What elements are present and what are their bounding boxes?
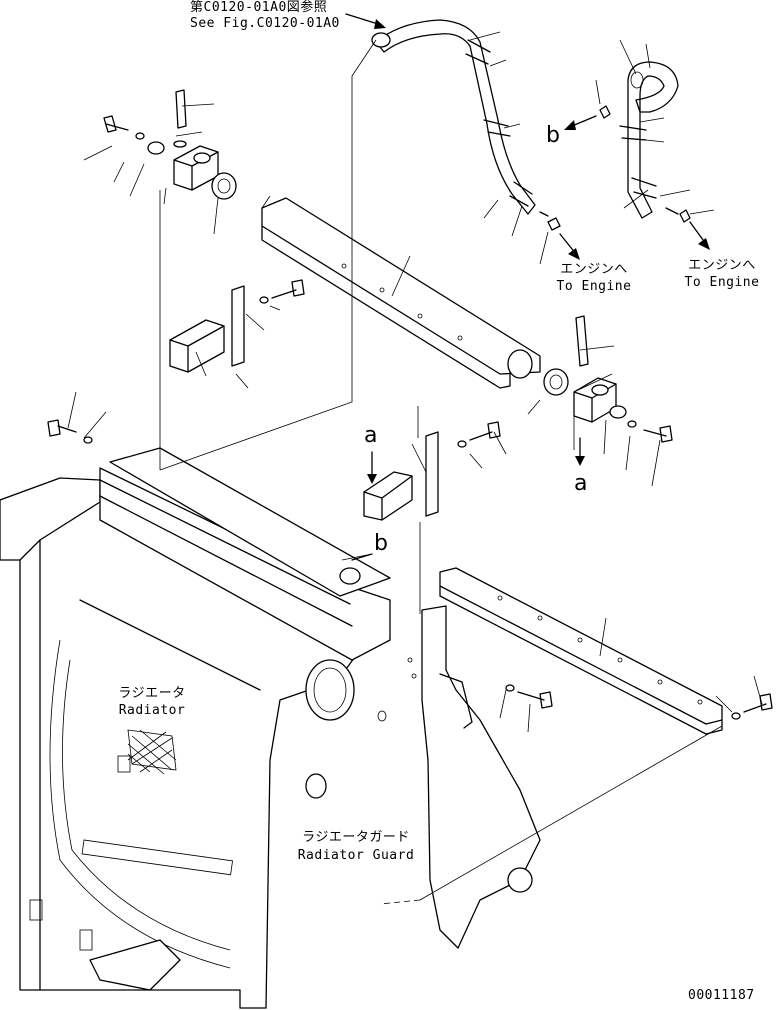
right-block: [543, 315, 673, 443]
lower-bar: [439, 567, 773, 735]
radiator-guard: [305, 605, 541, 949]
ref-label-a-top: a: [364, 423, 378, 448]
left-bolt: [47, 419, 93, 444]
upper-bar: [261, 197, 541, 389]
mid-left-block: [169, 279, 305, 373]
ref-label-a-bottom: a: [574, 471, 588, 496]
see-fig-label-jp: 第C0120-01A0図参照: [190, 0, 328, 15]
upper-left-block: [103, 89, 237, 200]
leader-lines: [67, 31, 763, 905]
right-pipe: [599, 61, 691, 223]
radiator-guard-label-jp: ラジエータガード: [302, 830, 410, 845]
to-engine-label-en-1: To Engine: [556, 279, 632, 294]
arrows: [345, 13, 710, 561]
drawing-number: 00011187: [688, 988, 755, 1003]
to-engine-label-en-2: To Engine: [684, 275, 760, 290]
ref-label-b-left: b: [374, 531, 388, 556]
radiator: [0, 447, 391, 1009]
ref-label-b-right: b: [546, 123, 560, 148]
radiator-guard-label-en: Radiator Guard: [297, 848, 415, 863]
radiator-label-jp: ラジエータ: [118, 686, 186, 701]
upper-pipe: [371, 19, 561, 231]
see-fig-label-en: See Fig.C0120-01A0: [190, 16, 340, 31]
center-block: [363, 421, 501, 521]
radiator-label-en: Radiator: [118, 703, 186, 718]
to-engine-label-jp-2: エンジンへ: [688, 258, 756, 273]
to-engine-label-jp-1: エンジンへ: [560, 262, 628, 277]
